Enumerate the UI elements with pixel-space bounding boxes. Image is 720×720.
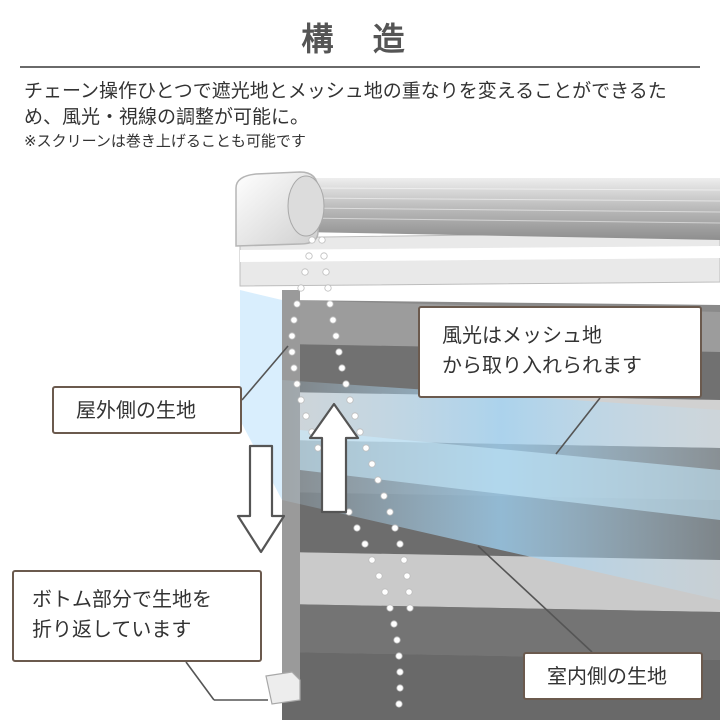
inner-fabric-label: 室内側の生地 (547, 664, 667, 688)
bottom-fold-callout: ボトム部分で生地を 折り返しています (12, 570, 262, 662)
fabric-roll (300, 178, 720, 240)
leader-lines (185, 345, 601, 701)
up-arrow-icon (308, 402, 360, 514)
bottom-bar-cap (265, 671, 301, 705)
air-light-label-line1: 風光はメッシュ地 (442, 323, 602, 347)
page-title: 構 造 (301, 20, 419, 58)
bottom-fold-label-line1: ボトム部分で生地を (32, 587, 212, 611)
bead-chain (288, 236, 414, 708)
outer-fabric-label: 屋外側の生地 (76, 398, 196, 422)
roll-mesh-lines (299, 187, 720, 224)
inner-fabric-callout: 室内側の生地 (523, 652, 703, 700)
note-text: ※スクリーンは巻き上げることも可能です (24, 132, 306, 150)
down-arrow-icon (236, 444, 286, 554)
air-light-label-line2: から取り入れられます (442, 353, 642, 377)
title-divider (20, 66, 700, 68)
outer-fabric-callout: 屋外側の生地 (52, 386, 242, 434)
description-text: チェーン操作ひとつで遮光地とメッシュ地の重なりを変えることができるため、風光・視… (24, 80, 667, 128)
air-light-callout: 風光はメッシュ地 から取り入れられます (418, 306, 702, 398)
bottom-fold-label-line2: 折り返しています (32, 617, 192, 641)
